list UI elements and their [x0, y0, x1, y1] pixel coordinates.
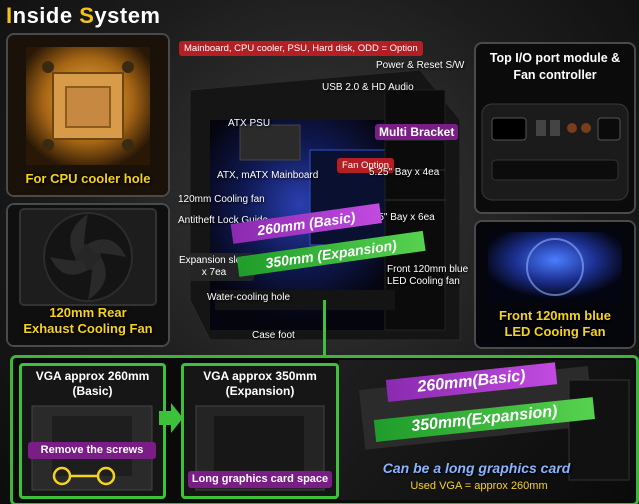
arrow-right-icon	[159, 403, 183, 433]
atx-psu-label: ATX PSU	[228, 118, 271, 129]
long-card-photo: 260mm(Basic) 350mm(Expansion) Can be a l…	[339, 360, 634, 500]
cooling-fan-120-label: 120mm Cooling fan	[178, 194, 265, 205]
atx-mainboard-label: ATX, mATX Mainboard	[217, 170, 319, 181]
long-space-label: Long graphics card space	[188, 471, 332, 488]
multi-bracket-badge: Multi Bracket	[375, 124, 459, 140]
case-foot-label: Case foot	[252, 330, 295, 341]
vga-comparison-panel: VGA approx 260mm (Basic) Remove the scre…	[10, 355, 639, 504]
rear-fan-panel: 120mm Rear Exhaust Cooling Fan	[6, 203, 170, 347]
page-title: Inside System	[6, 3, 161, 28]
top-io-panel: Top I/O port module & Fan controller	[474, 42, 636, 214]
connector-line	[323, 300, 326, 356]
bay-35-label: 3.5" Bay x 6ea	[370, 212, 435, 223]
rear-fan-caption: 120mm Rear Exhaust Cooling Fan	[23, 305, 153, 336]
remove-screws-label: Remove the screws	[28, 442, 156, 459]
antitheft-label: Antitheft Lock Guide	[178, 215, 269, 226]
water-cooling-label: Water-cooling hole	[207, 292, 291, 303]
optional-parts-banner: Mainboard, CPU cooler, PSU, Hard disk, O…	[179, 41, 423, 56]
fan-option-label: Fan Option	[337, 158, 394, 173]
front-fan-panel: Front 120mm blue LED Cooing Fan	[474, 220, 636, 349]
used-vga-caption: Used VGA = approx 260mm	[410, 480, 548, 492]
vga-260-subpanel: VGA approx 260mm (Basic) Remove the scre…	[19, 363, 166, 499]
vga-350-subpanel: VGA approx 350mm (Expansion) Long graphi…	[181, 363, 339, 499]
bay-525-label: 5.25" Bay x 4ea	[369, 167, 440, 178]
cpu-cooler-panel: For CPU cooler hole	[6, 33, 170, 197]
usb-audio-label: USB 2.0 & HD Audio	[322, 82, 414, 93]
power-reset-label: Power & Reset S/W	[376, 60, 465, 71]
front-fan-caption: Front 120mm blue LED Cooing Fan	[499, 308, 611, 339]
vga-350-caption: VGA approx 350mm (Expansion)	[203, 369, 317, 398]
top-io-module-illustration	[481, 103, 629, 201]
top-io-caption: Top I/O port module & Fan controller	[489, 51, 621, 82]
front-blue-fan-illustration	[476, 222, 634, 347]
front-led-fan-label: Front 120mm blue LED Cooling fan	[387, 264, 469, 287]
vga-260-caption: VGA approx 260mm (Basic)	[35, 369, 150, 398]
rear-fan-illustration	[8, 205, 168, 345]
case-interior-illustration	[189, 69, 461, 341]
long-card-caption: Can be a long graphics card	[382, 460, 571, 476]
cpu-cooler-hole-illustration	[8, 35, 168, 195]
cpu-cooler-caption: For CPU cooler hole	[25, 171, 151, 186]
